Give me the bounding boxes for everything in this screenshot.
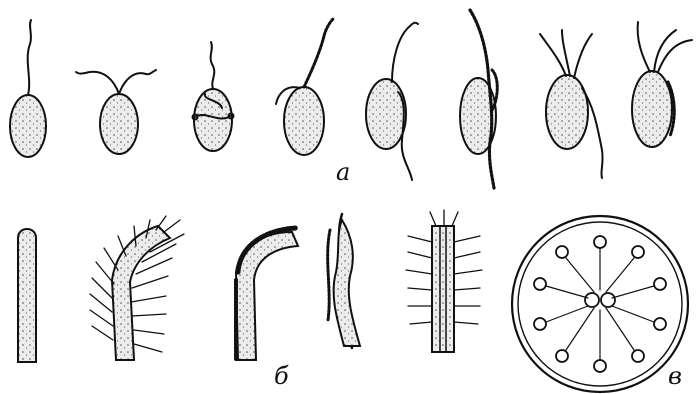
- axoneme-cross-section: [512, 216, 688, 392]
- cell-3-girdle-groove: [193, 42, 234, 151]
- cell-7-multiple-flagella: [540, 30, 603, 178]
- panel-label-b: б: [274, 364, 289, 388]
- panel-label-a: а: [336, 160, 350, 184]
- flagellum-mastigonemes: [406, 210, 482, 352]
- flagellum-hispid: [236, 228, 298, 360]
- cell-6-hairy-flagella: [460, 10, 497, 188]
- flagellum-pinnate: [90, 216, 184, 360]
- flagellum-smooth: [18, 229, 36, 362]
- panel-label-v: в: [668, 364, 682, 388]
- cell-4-tinsel-flagellum: [276, 18, 334, 155]
- cell-2-two-flagella: [76, 70, 156, 154]
- cell-8-undulating-membrane: [632, 22, 692, 147]
- flagellum-membrane: [328, 214, 360, 348]
- cell-5-lateral-flagella: [366, 23, 418, 180]
- cell-1-single-flagellum: [10, 20, 46, 157]
